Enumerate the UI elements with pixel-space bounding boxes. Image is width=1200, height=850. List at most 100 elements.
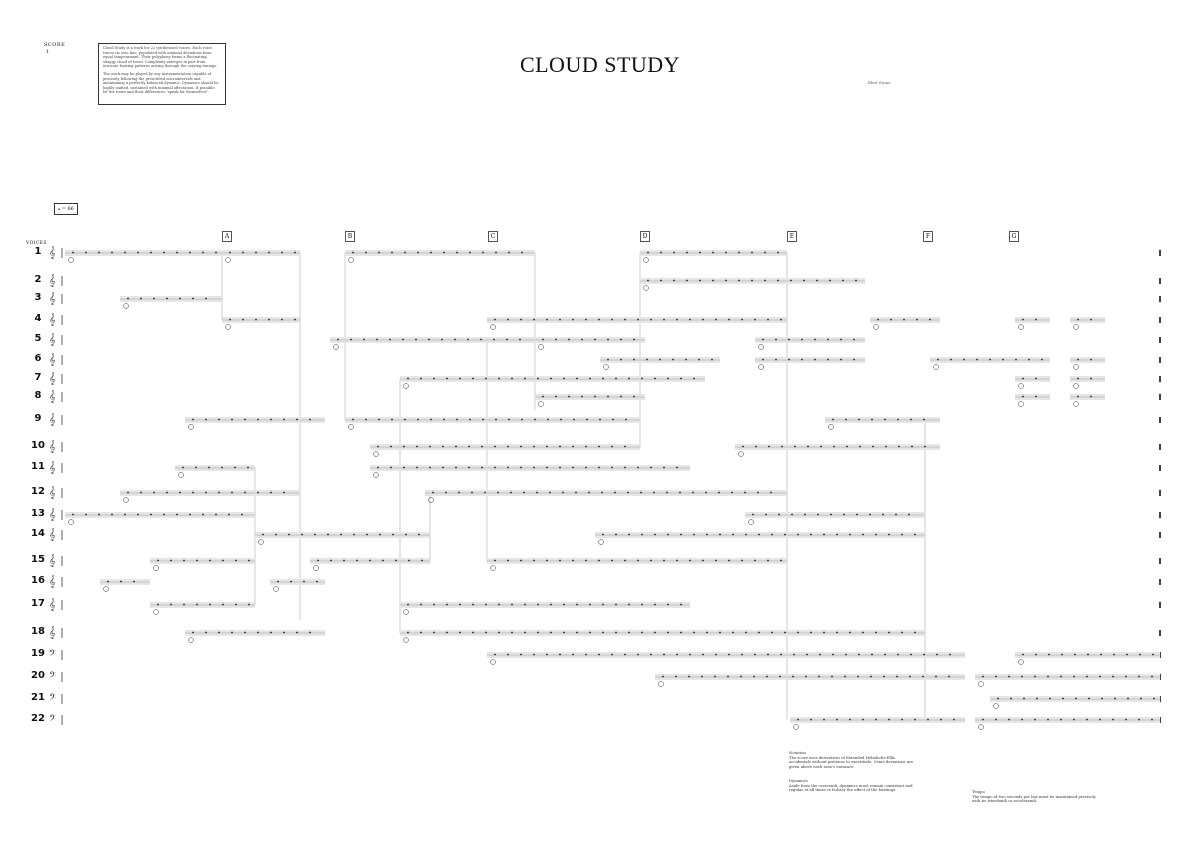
note-head	[546, 559, 548, 562]
note-head	[533, 466, 535, 469]
dynamic-marking	[258, 539, 264, 545]
note-head	[111, 513, 113, 516]
note-head	[257, 631, 259, 634]
note-head	[153, 297, 155, 300]
note-head	[702, 653, 704, 656]
note-head	[482, 418, 484, 421]
note-head	[137, 513, 139, 516]
note-head	[914, 533, 916, 536]
note-head	[611, 318, 613, 321]
note-head	[910, 418, 912, 421]
dynamic-marking	[68, 519, 74, 525]
note-head	[288, 533, 290, 536]
rehearsal-letter: B	[345, 231, 355, 242]
treble-clef-icon: 𝄞	[49, 440, 56, 453]
note-head	[884, 418, 886, 421]
note-head	[562, 491, 564, 494]
note-head	[914, 631, 916, 634]
note-head	[1035, 653, 1037, 656]
voice-number: 5	[34, 333, 42, 344]
note-head	[429, 466, 431, 469]
note-head	[507, 318, 509, 321]
note-head	[247, 466, 249, 469]
rehearsal-letter: A	[222, 231, 232, 242]
note-head	[202, 251, 204, 254]
note-head	[281, 251, 283, 254]
note-head	[699, 279, 701, 282]
note-head	[205, 631, 207, 634]
voice-number: 20	[31, 670, 45, 681]
note-head	[727, 675, 729, 678]
note-head	[170, 559, 172, 562]
note-head	[137, 251, 139, 254]
note-head	[675, 675, 677, 678]
note-head	[430, 251, 432, 254]
note-head	[877, 318, 879, 321]
note-head	[1015, 358, 1017, 361]
note-head	[510, 491, 512, 494]
note-head	[641, 533, 643, 536]
note-head	[405, 533, 407, 536]
note-head	[231, 631, 233, 634]
note-head	[820, 445, 822, 448]
score-label: SCORE	[44, 42, 66, 48]
dynamic-marking	[273, 586, 279, 592]
note-head	[1125, 675, 1127, 678]
note-head	[550, 377, 552, 380]
dynamic-marking	[153, 565, 159, 571]
note-head	[653, 491, 655, 494]
note-head	[883, 675, 885, 678]
note-head	[794, 445, 796, 448]
note-head	[157, 603, 159, 606]
note-head	[654, 631, 656, 634]
note-head	[1087, 653, 1089, 656]
voice-number: 22	[31, 713, 45, 724]
dynamic-marking	[333, 344, 339, 350]
note-head	[356, 559, 358, 562]
note-head	[676, 466, 678, 469]
note-head	[485, 377, 487, 380]
note-head	[871, 418, 873, 421]
note-head	[810, 631, 812, 634]
note-head	[627, 491, 629, 494]
note-head	[163, 251, 165, 254]
note-head	[686, 251, 688, 254]
note-head	[176, 251, 178, 254]
note-head	[1010, 697, 1012, 700]
note-head	[257, 491, 259, 494]
note-head	[872, 445, 874, 448]
note-head	[408, 559, 410, 562]
dynamic-marking	[1018, 324, 1024, 330]
note-head	[741, 318, 743, 321]
note-head	[1047, 718, 1049, 721]
note-head	[494, 466, 496, 469]
note-head	[910, 653, 912, 656]
note-head	[586, 418, 588, 421]
voice-number: 11	[31, 461, 45, 472]
note-head	[268, 251, 270, 254]
note-head	[498, 631, 500, 634]
note-head	[855, 279, 857, 282]
note-head	[563, 377, 565, 380]
note-head	[127, 297, 129, 300]
note-head	[407, 631, 409, 634]
note-head	[688, 675, 690, 678]
note-head	[689, 559, 691, 562]
note-head	[1035, 318, 1037, 321]
note-head	[205, 418, 207, 421]
note-head	[1022, 318, 1024, 321]
note-head	[602, 533, 604, 536]
note-head	[1113, 653, 1115, 656]
note-head	[611, 559, 613, 562]
note-head	[742, 445, 744, 448]
note-head	[390, 445, 392, 448]
note-head	[712, 279, 714, 282]
note-head	[179, 297, 181, 300]
note-head	[72, 251, 74, 254]
note-head	[377, 466, 379, 469]
note-head	[929, 318, 931, 321]
note-head	[832, 653, 834, 656]
note-head	[667, 377, 669, 380]
note-head	[741, 653, 743, 656]
note-head	[1041, 358, 1043, 361]
